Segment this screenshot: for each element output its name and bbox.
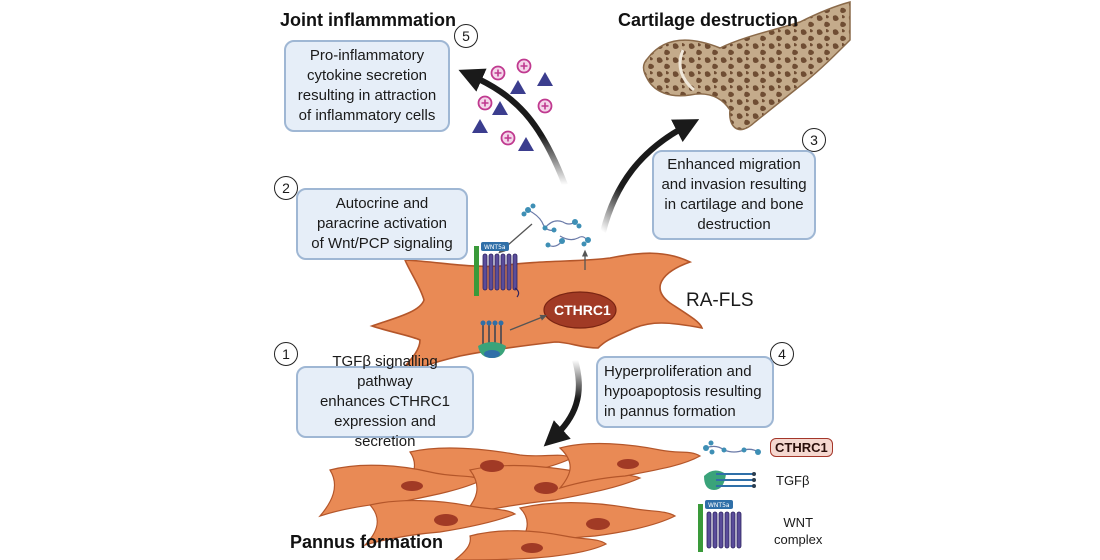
cell-type-label: RA-FLS <box>686 290 754 311</box>
step-2-text: Autocrine and paracrine activation of Wn… <box>311 195 453 252</box>
svg-text:WNT5a: WNT5a <box>708 502 730 509</box>
ra-fls-cell <box>369 249 704 379</box>
heading-pannus-formation: Pannus formation <box>290 532 444 552</box>
step-4-box: Hyperproliferation and hypoapoptosis res… <box>596 356 774 428</box>
step-3-box: Enhanced migration and invasion resultin… <box>652 150 816 240</box>
step-5-text: Pro-inflammatory cytokine secretion resu… <box>297 47 437 124</box>
cytokine-plus-icon <box>490 65 506 81</box>
step-5-box: Pro-inflammatory cytokine secretion resu… <box>284 40 450 132</box>
cytokine-triangle-icon <box>510 80 526 94</box>
cytokine-triangle-icon <box>518 137 534 151</box>
step-1-text: TGFβ signalling pathway enhances CTHRC1 … <box>319 353 451 450</box>
step-3-text: Enhanced migration and invasion resultin… <box>661 156 807 233</box>
step-2-box: Autocrine and paracrine activation of Wn… <box>296 188 468 260</box>
step-number-4: 4 <box>770 342 794 366</box>
legend-cthrc1-icon <box>703 440 761 455</box>
cytokine-cluster <box>472 58 553 151</box>
step-4-text: Hyperproliferation and hypoapoptosis res… <box>604 363 762 420</box>
wnt-receptor-complex: WNT5a <box>474 242 520 298</box>
arrow-to-inflammation <box>458 68 568 187</box>
step-1-box: TGFβ signalling pathway enhances CTHRC1 … <box>296 353 474 450</box>
cytokine-plus-icon <box>516 58 532 74</box>
nucleus-cthrc1-label: CTHRC1 <box>554 302 611 318</box>
svg-text:WNT5a: WNT5a <box>484 244 506 251</box>
step-number-2: 2 <box>274 176 298 200</box>
cytokine-triangle-icon <box>472 119 488 133</box>
cytokine-plus-icon <box>477 95 493 111</box>
tgfb-receptor <box>478 320 506 358</box>
legend-cthrc1-label: CTHRC1 <box>770 438 833 457</box>
arrow-to-pannus <box>543 359 582 447</box>
cytokine-plus-icon <box>500 130 516 146</box>
legend-wnt-icon: WNT5a <box>698 500 742 552</box>
cytokine-triangle-icon <box>492 101 508 115</box>
heading-cartilage-destruction: Cartilage destruction <box>618 10 799 30</box>
cytokine-triangle-icon <box>537 72 553 86</box>
arrow-to-cartilage <box>600 119 700 233</box>
step-number-1: 1 <box>274 342 298 366</box>
heading-joint-inflammation: Joint inflammmation <box>280 10 457 30</box>
cell-nucleus <box>543 291 617 329</box>
step-number-3: 3 <box>802 128 826 152</box>
step-number-5: 5 <box>454 24 478 48</box>
legend-tgfb-icon <box>704 470 756 490</box>
pannus-cell-cluster <box>318 442 702 560</box>
secreted-cthrc1-proteins <box>521 203 591 248</box>
legend-tgfb-label: TGFβ <box>776 473 810 488</box>
legend-wnt-label: WNT complex <box>774 515 823 547</box>
cytokine-plus-icon <box>537 98 553 114</box>
bone-illustration <box>642 1 851 131</box>
